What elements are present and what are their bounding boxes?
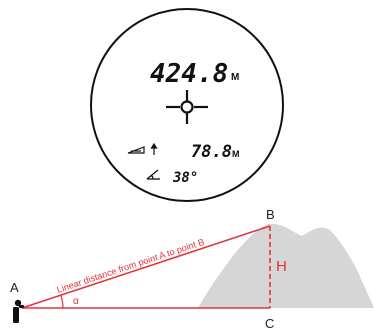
angle-icon [146,169,160,180]
angle-arc [60,295,64,309]
point-a-label: A [10,280,19,295]
viewfinder-circle [90,8,284,202]
angle-readout: 38° [172,170,198,186]
line-a-to-b [21,225,271,309]
height-unit: M [232,149,240,159]
height-readout: 78.8 [191,142,232,162]
distance-readout: 424.8 [150,59,228,89]
mountain-silhouette [198,223,374,308]
height-label: H [276,258,287,275]
line-label: Linear distance from point A to point B [55,237,205,295]
person-icon [13,299,24,323]
crosshair-icon [166,90,208,124]
point-c-label: C [265,316,274,331]
angle-label: α [73,296,79,307]
distance-unit: M [231,72,239,83]
point-b-label: B [266,207,275,222]
up-down-arrow-icon [150,142,158,155]
height-icon [127,146,145,154]
